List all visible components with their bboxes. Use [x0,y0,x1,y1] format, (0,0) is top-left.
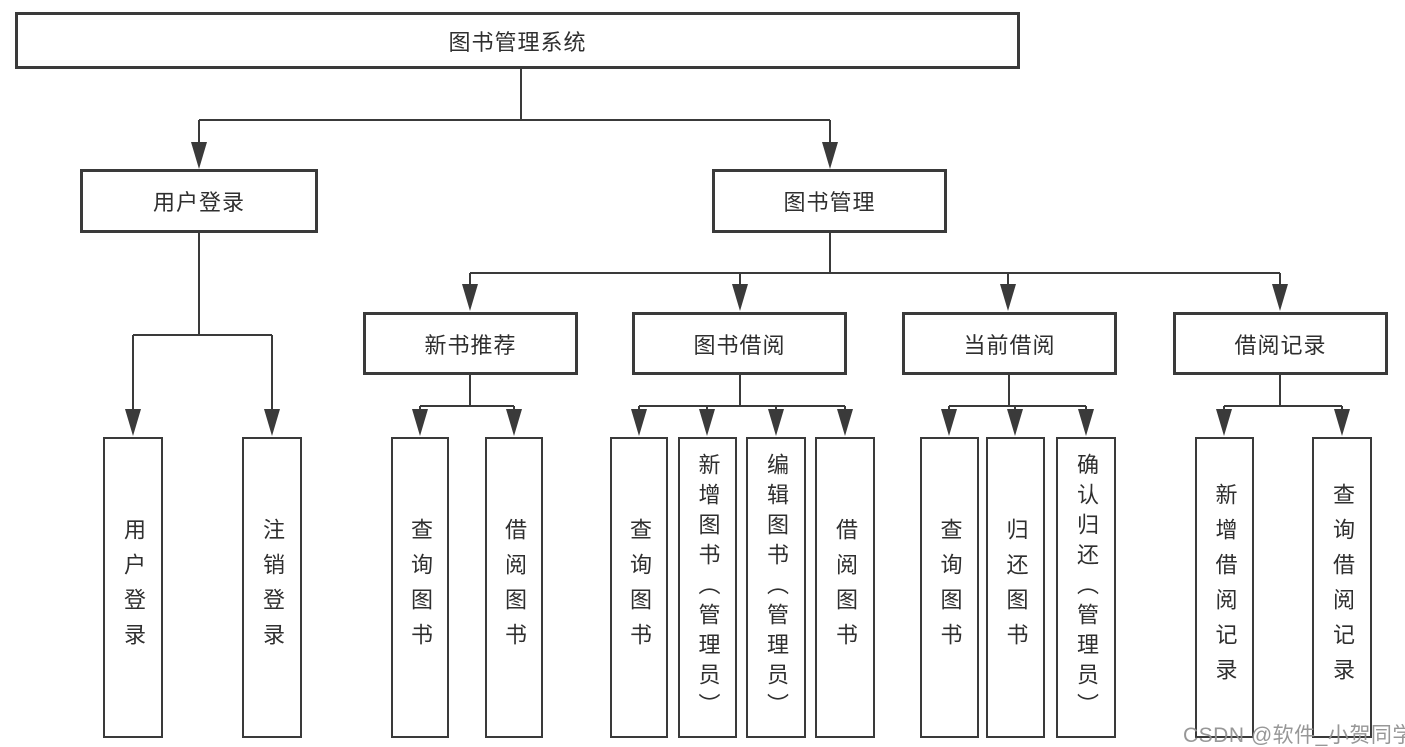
leaf-query-borrowing-record: 查询借阅记录 [1312,437,1372,738]
node-library-management-system: 图书管理系统 [15,12,1020,69]
leaf-label: 新增借阅记录 [1212,482,1238,693]
leaf-logout: 注销登录 [242,437,302,738]
node-label: 图书借阅 [693,332,786,358]
node-label: 借阅记录 [1234,332,1327,358]
leaf-borrow-books-recommend: 借阅图书 [485,437,543,738]
leaf-return-books: 归还图书 [986,437,1045,738]
leaf-label: 注销登录 [260,517,285,658]
leaf-label: 用户登录 [121,517,146,658]
node-book-borrowing: 图书借阅 [632,312,847,375]
leaf-label: 编辑图书（管理员） [764,452,789,723]
leaf-label: 确认归还（管理员） [1074,452,1099,723]
node-label: 图书管理系统 [448,29,587,55]
leaf-label: 查询图书 [937,517,963,658]
connector-borrowing-records-to-leaves [1216,375,1350,436]
leaf-add-borrowing-record: 新增借阅记录 [1195,437,1254,738]
node-new-book-recommend: 新书推荐 [363,312,578,375]
leaf-add-books-admin: 新增图书（管理员） [678,437,737,738]
csdn-watermark: CSDN @软件_小贺同学 [1183,724,1405,747]
connector-book-borrowing-to-leaves [631,375,853,436]
node-borrowing-records: 借阅记录 [1173,312,1388,375]
leaf-query-books-borrowing: 查询图书 [610,437,668,738]
leaf-query-books-recommend: 查询图书 [391,437,449,738]
leaf-label: 查询借阅记录 [1330,482,1355,693]
leaf-user-login: 用户登录 [103,437,163,738]
leaf-edit-books-admin: 编辑图书（管理员） [746,437,806,738]
leaf-label: 查询图书 [627,517,652,658]
node-user-login: 用户登录 [80,169,318,233]
node-book-management: 图书管理 [712,169,947,233]
leaf-label: 新增图书（管理员） [695,452,721,723]
node-current-borrowing: 当前借阅 [902,312,1117,375]
node-label: 图书管理 [783,190,876,215]
leaf-borrow-books: 借阅图书 [815,437,875,738]
node-label: 用户登录 [152,190,245,215]
leaf-label: 查询图书 [408,517,433,658]
leaf-confirm-return-admin: 确认归还（管理员） [1056,437,1116,738]
node-label: 新书推荐 [424,332,517,358]
leaf-label: 归还图书 [1003,517,1029,658]
connector-user-login-to-leaves [125,233,280,436]
leaf-label: 借阅图书 [833,517,858,658]
leaf-label: 借阅图书 [502,517,527,658]
leaf-query-books-current: 查询图书 [920,437,979,738]
connector-book-management-to-level3 [462,233,1288,311]
node-label: 当前借阅 [963,332,1056,358]
connector-new-book-recommend-to-leaves [412,375,522,436]
connector-root-to-level2 [191,68,838,169]
connector-current-borrowing-to-leaves [941,375,1094,436]
